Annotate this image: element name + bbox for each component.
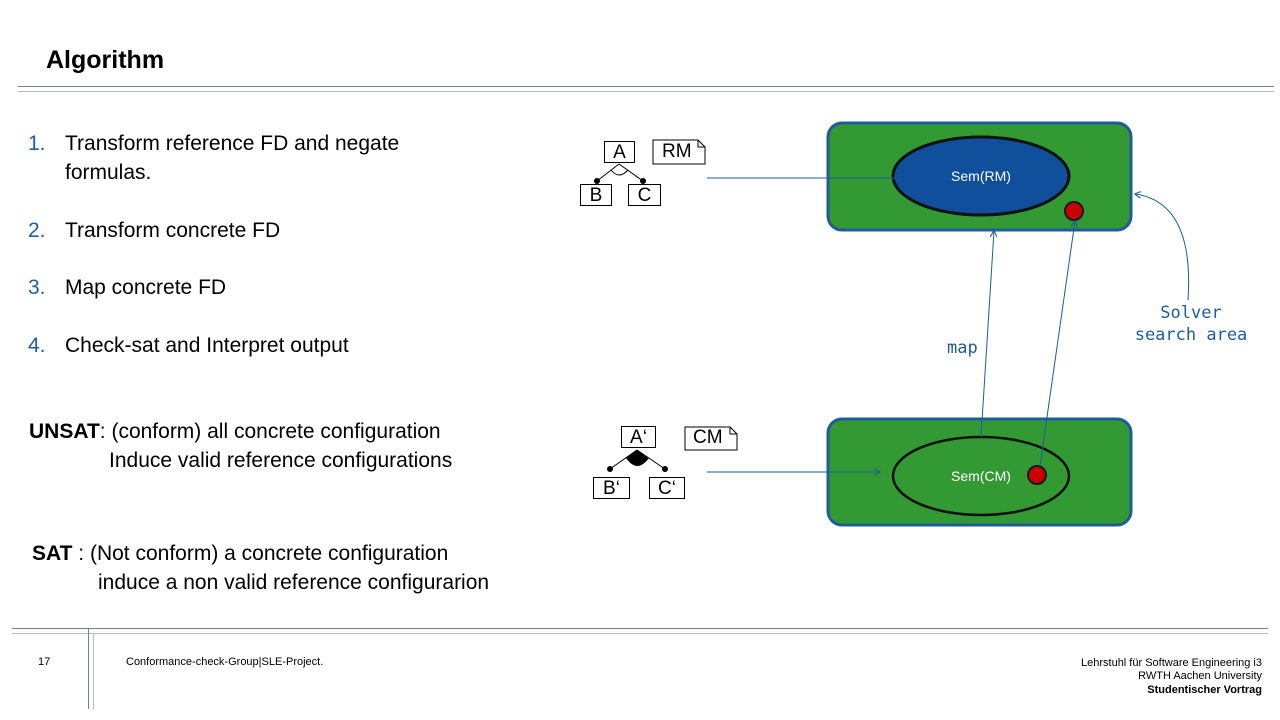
slide-title: Algorithm <box>46 46 165 74</box>
unsat-line-1: UNSAT: (conform) all concrete configurat… <box>29 417 441 446</box>
map-arrow <box>980 231 994 438</box>
rm-note-shape <box>652 139 706 165</box>
con-fd-left: B‘ <box>593 477 630 499</box>
step-text: Check-sat and Interpret output <box>65 334 349 357</box>
title-divider <box>18 86 1274 87</box>
step-number: 1. <box>28 132 46 155</box>
project-name: Conformance-check-Group|SLE-Project. <box>126 656 324 668</box>
solver-label: Solver search area <box>1132 302 1250 346</box>
org-line-3: Studentischer Vortrag <box>1147 684 1262 696</box>
step-text: Map concrete FD <box>65 276 227 299</box>
con-fd-right: C‘ <box>649 477 685 499</box>
ref-fd-edges <box>594 163 646 184</box>
solver-arrow <box>1135 194 1190 301</box>
unsat-keyword: UNSAT <box>29 420 100 443</box>
con-fd-root: A‘ <box>621 426 656 448</box>
map-label: map <box>947 338 978 358</box>
unsat-text-1: : (conform) all concrete configuration <box>99 420 441 443</box>
sem-rm-ellipse <box>891 135 1071 217</box>
footer-divider <box>12 628 1268 629</box>
solver-label-line-2: search area <box>1134 325 1248 345</box>
rm-red-dot <box>1064 201 1084 221</box>
sat-keyword: SAT <box>32 542 73 565</box>
footer-vertical-1 <box>88 629 89 709</box>
unsat-line-2: Induce valid reference configurations <box>109 449 453 472</box>
con-fd-edges <box>607 449 668 472</box>
sat-line-1: SAT : (Not conform) a concrete configura… <box>32 539 448 568</box>
step-text: Transform reference FD and negate formul… <box>65 132 400 184</box>
sat-line-2: induce a non valid reference configurari… <box>98 571 490 594</box>
ref-fd-right: C <box>628 184 661 206</box>
sem-rm-label: Sem(RM) <box>951 168 1011 184</box>
org-line-2: RWTH Aachen University <box>1138 670 1262 682</box>
sat-text-1: : (Not conform) a concrete configuration <box>72 542 449 565</box>
footer-vertical-2 <box>93 633 94 709</box>
ref-fd-root: A <box>604 141 635 163</box>
title-divider-2 <box>18 91 1274 92</box>
step-number: 3. <box>28 276 46 299</box>
sem-cm-label: Sem(CM) <box>951 468 1011 484</box>
solver-label-line-1: Solver <box>1160 303 1222 323</box>
step-text: Transform concrete FD <box>65 219 281 242</box>
dot-map-arrow <box>1039 221 1075 467</box>
footer-divider-2 <box>12 633 1268 634</box>
ref-fd-left: B <box>580 184 612 206</box>
rm-tag: RM <box>662 141 692 162</box>
cm-tag: CM <box>693 427 723 448</box>
cm-red-dot <box>1027 465 1047 485</box>
step-number: 2. <box>28 219 46 242</box>
step-number: 4. <box>28 334 46 357</box>
org-line-1: Lehrstuhl für Software Engineering i3 <box>1081 657 1262 669</box>
page-number: 17 <box>38 656 51 668</box>
cm-note-shape <box>684 426 738 451</box>
